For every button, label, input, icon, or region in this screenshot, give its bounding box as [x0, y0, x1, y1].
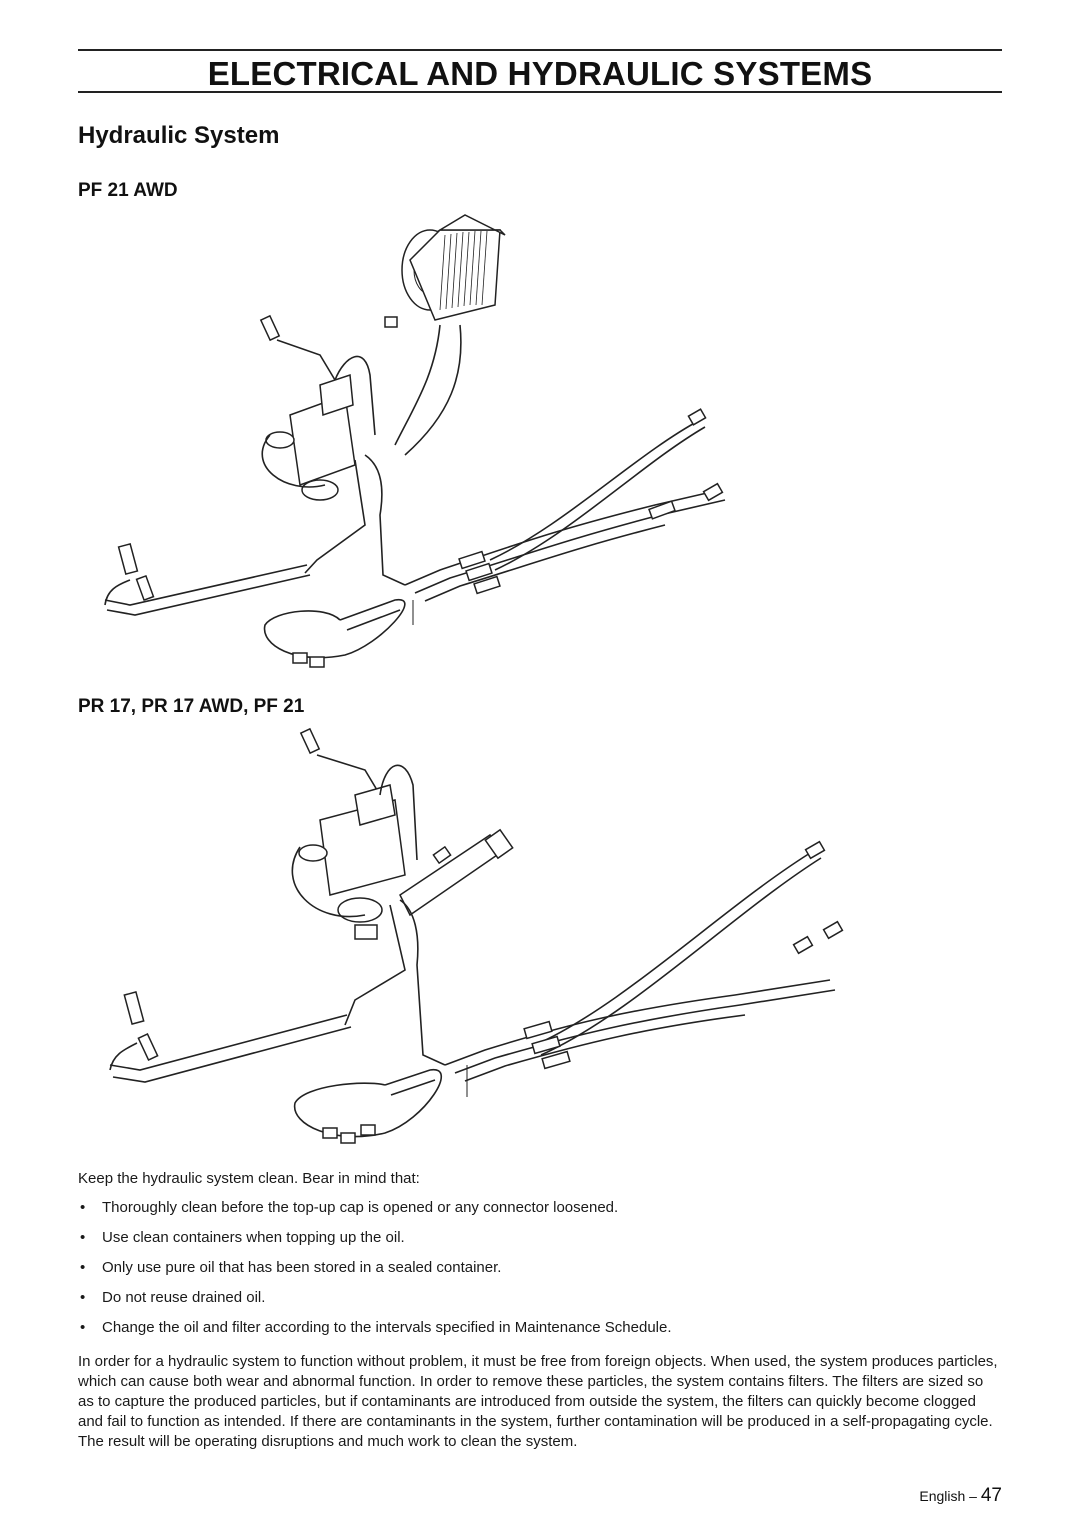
- header-rule-top: [78, 49, 1002, 51]
- valve-block-icon: [261, 373, 356, 501]
- hydraulic-diagram-pf21awd: [95, 205, 735, 685]
- footer-language: English: [919, 1488, 966, 1504]
- hose-fitting-icon: [523, 840, 844, 1070]
- list-item: Use clean containers when topping up the…: [78, 1228, 1002, 1258]
- hose-fitting-icon: [458, 408, 724, 595]
- chapter-title: ELECTRICAL AND HYDRAULIC SYSTEMS: [207, 55, 873, 92]
- list-item: Thoroughly clean before the top-up cap i…: [78, 1198, 1002, 1228]
- section-title: Hydraulic System: [78, 122, 280, 149]
- control-lever-icon: [259, 314, 336, 381]
- intro-text: Keep the hydraulic system clean. Bear in…: [78, 1170, 420, 1187]
- hydraulic-diagram-pr17: [95, 725, 865, 1155]
- hydraulic-cylinder-icon: [399, 828, 514, 917]
- page-footer: English – 47: [919, 1485, 1002, 1507]
- body-paragraph: In order for a hydraulic system to funct…: [78, 1353, 998, 1450]
- lower-fitting-icon: [322, 1124, 376, 1144]
- precautions-list: Thoroughly clean before the top-up cap i…: [78, 1198, 1002, 1348]
- left-cylinder-fitting-icon: [109, 991, 159, 1071]
- list-item: Change the oil and filter according to t…: [78, 1318, 1002, 1348]
- control-lever-icon: [299, 727, 381, 796]
- lower-fitting-icon: [292, 652, 325, 668]
- figure-caption-pf21awd: PF 21 AWD: [78, 180, 178, 201]
- valve-block-icon: [291, 784, 406, 940]
- figure-caption-pr17: PR 17, PR 17 AWD, PF 21: [78, 696, 305, 717]
- page-number: 47: [980, 1485, 1002, 1506]
- header-rule-bottom: [78, 91, 1002, 93]
- list-item: Do not reuse drained oil.: [78, 1288, 1002, 1318]
- list-item: Only use pure oil that has been stored i…: [78, 1258, 1002, 1288]
- left-cylinder-fitting-icon: [104, 543, 155, 606]
- oil-cooler-icon: [384, 214, 506, 328]
- footer-separator: –: [969, 1488, 977, 1504]
